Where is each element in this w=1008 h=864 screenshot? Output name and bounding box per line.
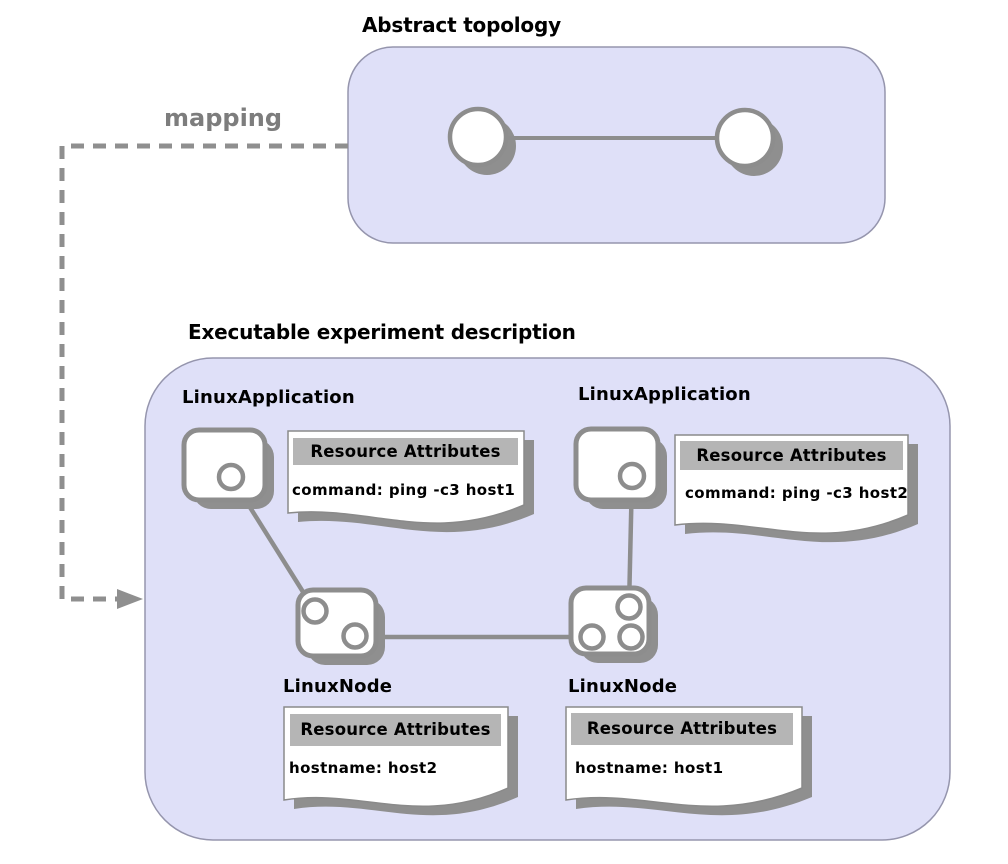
topology-node-icon — [447, 106, 509, 168]
note-header-label: Resource Attributes — [586, 719, 778, 738]
note-header-label: Resource Attributes — [696, 446, 887, 465]
linux-application-icon — [573, 426, 661, 503]
topology-node-icon — [714, 107, 776, 169]
note-body-text: hostname: host1 — [575, 759, 724, 777]
linux-node-label: LinuxNode — [283, 676, 393, 697]
port-icon — [301, 597, 329, 625]
port-icon — [617, 461, 647, 491]
mapping-dashed-line — [59, 143, 348, 602]
note-header-band — [571, 713, 793, 745]
abstract-topology-panel — [347, 46, 886, 244]
linux-node-label: LinuxNode — [568, 676, 678, 697]
note-header-band — [680, 441, 903, 470]
note-body-text: hostname: host2 — [289, 759, 438, 777]
port-icon — [578, 623, 606, 651]
executable-description-title: Executable experiment description — [188, 320, 576, 344]
executable-description-panel — [144, 357, 951, 841]
mapping-label: mapping — [164, 104, 283, 132]
port-icon — [341, 622, 369, 650]
note-header-band — [293, 438, 518, 465]
note-header-label: Resource Attributes — [300, 720, 491, 739]
note-header-label: Resource Attributes — [310, 442, 501, 461]
linux-application-label: LinuxApplication — [578, 384, 751, 405]
port-icon — [617, 623, 645, 651]
linux-application-label: LinuxApplication — [182, 387, 355, 408]
note-header-band — [290, 714, 501, 746]
mapping-arrowhead-icon — [117, 589, 143, 609]
note-body-text: command: ping -c3 host2 — [685, 484, 909, 502]
port-icon — [216, 462, 246, 492]
abstract-topology-title: Abstract topology — [362, 13, 561, 37]
note-body-text: command: ping -c3 host1 — [292, 481, 516, 499]
port-icon — [615, 593, 643, 621]
